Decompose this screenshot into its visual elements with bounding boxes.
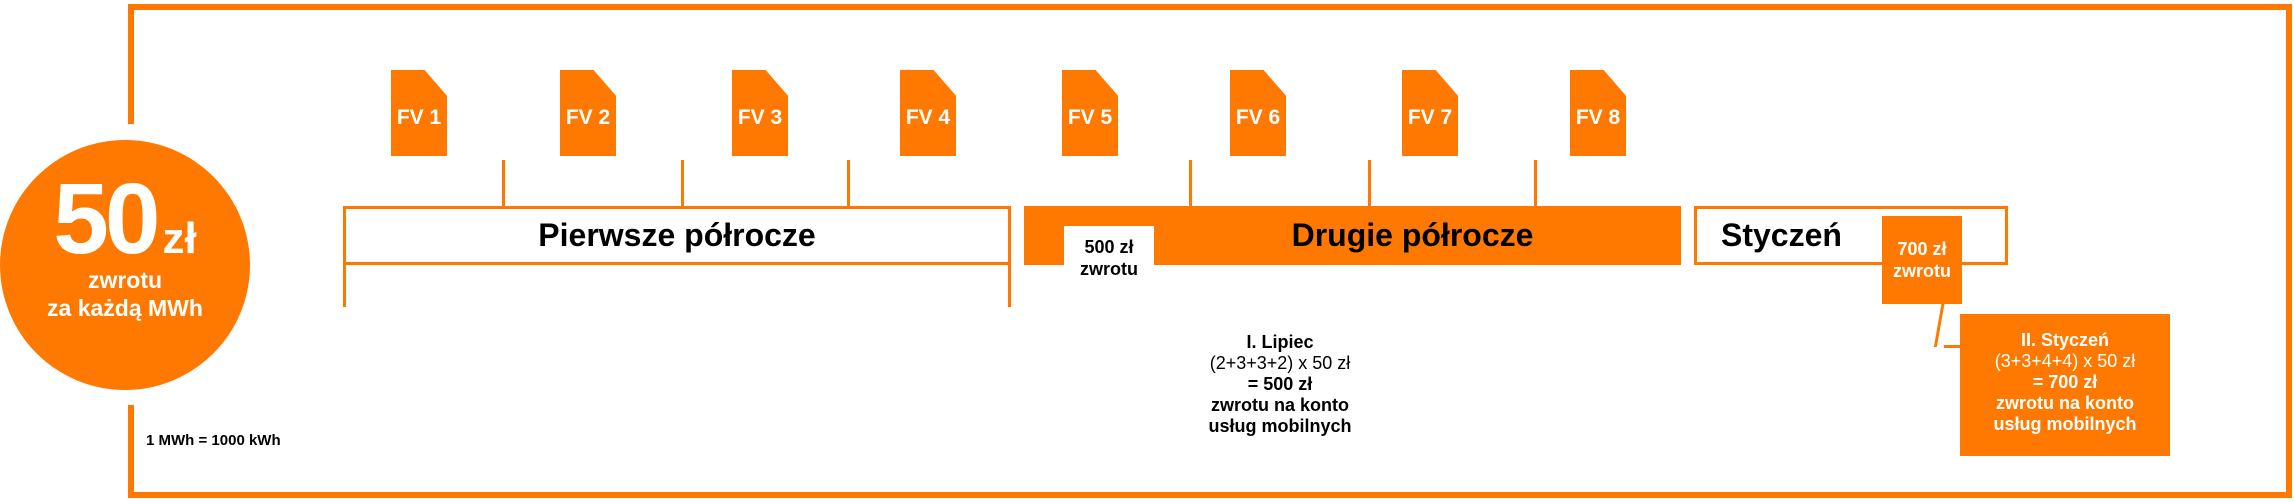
frame-left-top bbox=[128, 4, 134, 124]
calc-july: I. Lipiec (2+3+3+2) x 50 zł = 500 zł zwr… bbox=[1180, 332, 1380, 437]
calc-july-title: I. Lipiec bbox=[1246, 332, 1314, 352]
calc-january-formula: (3+3+4+4) x 50 zł bbox=[1994, 351, 2136, 371]
refund-700-badge: 700 zł zwrotu bbox=[1882, 216, 1962, 304]
circle-line2: za każdą MWh bbox=[47, 295, 203, 321]
timeline-tick bbox=[847, 160, 850, 208]
circle-number: 50 bbox=[53, 163, 160, 275]
invoice-doc-8: FV 8 bbox=[1570, 70, 1626, 156]
timeline-tick bbox=[1189, 160, 1192, 208]
refund-500-amount: 500 zł bbox=[1084, 237, 1134, 257]
first-half-left-bracket bbox=[343, 262, 346, 307]
calc-july-formula: (2+3+3+2) x 50 zł bbox=[1209, 353, 1351, 373]
timeline-tick bbox=[1534, 160, 1537, 208]
period-second-half-label: Drugie półrocze bbox=[1291, 217, 1534, 253]
timeline-tick bbox=[1368, 160, 1371, 208]
refund-500-label: zwrotu bbox=[1080, 259, 1138, 279]
calc-july-line2: usług mobilnych bbox=[1208, 416, 1352, 436]
period-first-half: Pierwsze półrocze bbox=[343, 206, 1011, 265]
timeline-tick bbox=[681, 160, 684, 208]
refund-500-badge: 500 zł zwrotu bbox=[1064, 226, 1154, 288]
calc-july-result: = 500 zł bbox=[1247, 374, 1313, 394]
calc-january-line2: usług mobilnych bbox=[1993, 414, 2137, 434]
period-first-half-label: Pierwsze półrocze bbox=[538, 217, 816, 253]
frame-left-bottom bbox=[128, 405, 134, 498]
calc-january-result: = 700 zł bbox=[2032, 372, 2098, 392]
circle-unit: zł bbox=[162, 214, 197, 263]
unit-footnote: 1 MWh = 1000 kWh bbox=[146, 432, 281, 449]
timeline-tick bbox=[502, 160, 505, 208]
connector-700-horizontal bbox=[1944, 345, 1964, 348]
calc-january-line1: zwrotu na konto bbox=[1996, 393, 2134, 413]
first-half-right-bracket bbox=[1008, 262, 1011, 307]
period-january-label: Styczeń bbox=[1721, 217, 1842, 253]
invoice-doc-4: FV 4 bbox=[900, 70, 956, 156]
refund-700-amount: 700 zł bbox=[1897, 239, 1947, 259]
refund-700-label: zwrotu bbox=[1893, 261, 1951, 281]
calc-january-title: II. Styczeń bbox=[2020, 330, 2110, 350]
outer-frame bbox=[128, 4, 2292, 498]
calc-july-line1: zwrotu na konto bbox=[1211, 395, 1349, 415]
calc-january: II. Styczeń (3+3+4+4) x 50 zł = 700 zł z… bbox=[1960, 314, 2170, 456]
circle-line1: zwrotu bbox=[87, 267, 163, 293]
